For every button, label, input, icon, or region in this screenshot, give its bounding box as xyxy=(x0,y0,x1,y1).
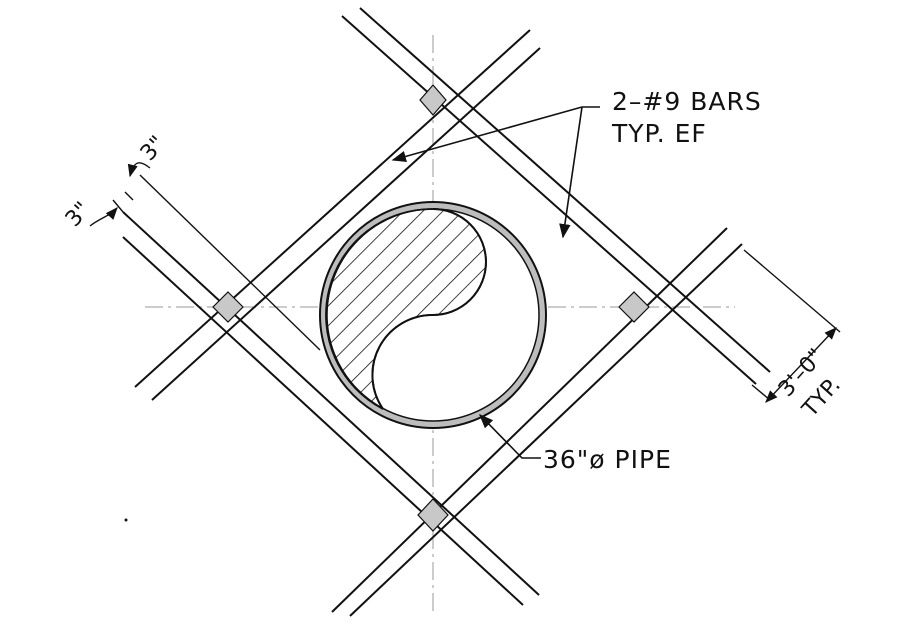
pipe-leader-line xyxy=(478,413,541,459)
cover-label-left: 3" xyxy=(61,197,96,232)
intersection-bottom xyxy=(417,498,449,532)
extension-line xyxy=(751,384,771,401)
bars-leaders xyxy=(391,106,600,239)
cover-label-right: 3" xyxy=(136,131,171,166)
intersection-right xyxy=(618,291,650,323)
bars-label-line1: 2–#9 BARS xyxy=(612,87,762,116)
extension-line xyxy=(743,249,841,333)
rebar-line xyxy=(349,243,743,617)
bars-leader-left xyxy=(391,106,583,163)
rebar-line xyxy=(122,236,524,606)
cover-arrow-left xyxy=(89,207,118,227)
dimension-line xyxy=(765,327,837,403)
rebar-intersections xyxy=(212,84,650,532)
rebar-line xyxy=(341,15,757,385)
bars-label-line2: TYP. EF xyxy=(611,119,707,148)
rebar-pairs-down-right xyxy=(122,7,771,606)
stray-mark xyxy=(124,518,128,522)
rebar-line xyxy=(151,47,541,401)
pipe-section-curve xyxy=(371,208,487,410)
cover-extension-line xyxy=(139,174,321,351)
rebar-line xyxy=(359,7,771,373)
spacing-dimension xyxy=(743,249,841,403)
cover-arrow-right xyxy=(127,162,151,178)
pipe-leader xyxy=(478,413,541,459)
pipe-label: 36"ø PIPE xyxy=(543,445,672,474)
intersection-top xyxy=(419,84,447,116)
rebar-line xyxy=(122,211,540,596)
pipe xyxy=(319,201,547,429)
cover-dimensions xyxy=(89,162,321,351)
rebar-line xyxy=(331,227,728,613)
rebar-line xyxy=(134,29,531,388)
cover-extension-line xyxy=(112,199,124,213)
intersection-left xyxy=(212,291,244,323)
cover-extension-line xyxy=(124,191,134,201)
bars-leader-right xyxy=(559,106,583,239)
rebar-pairs-up-right xyxy=(134,29,743,617)
